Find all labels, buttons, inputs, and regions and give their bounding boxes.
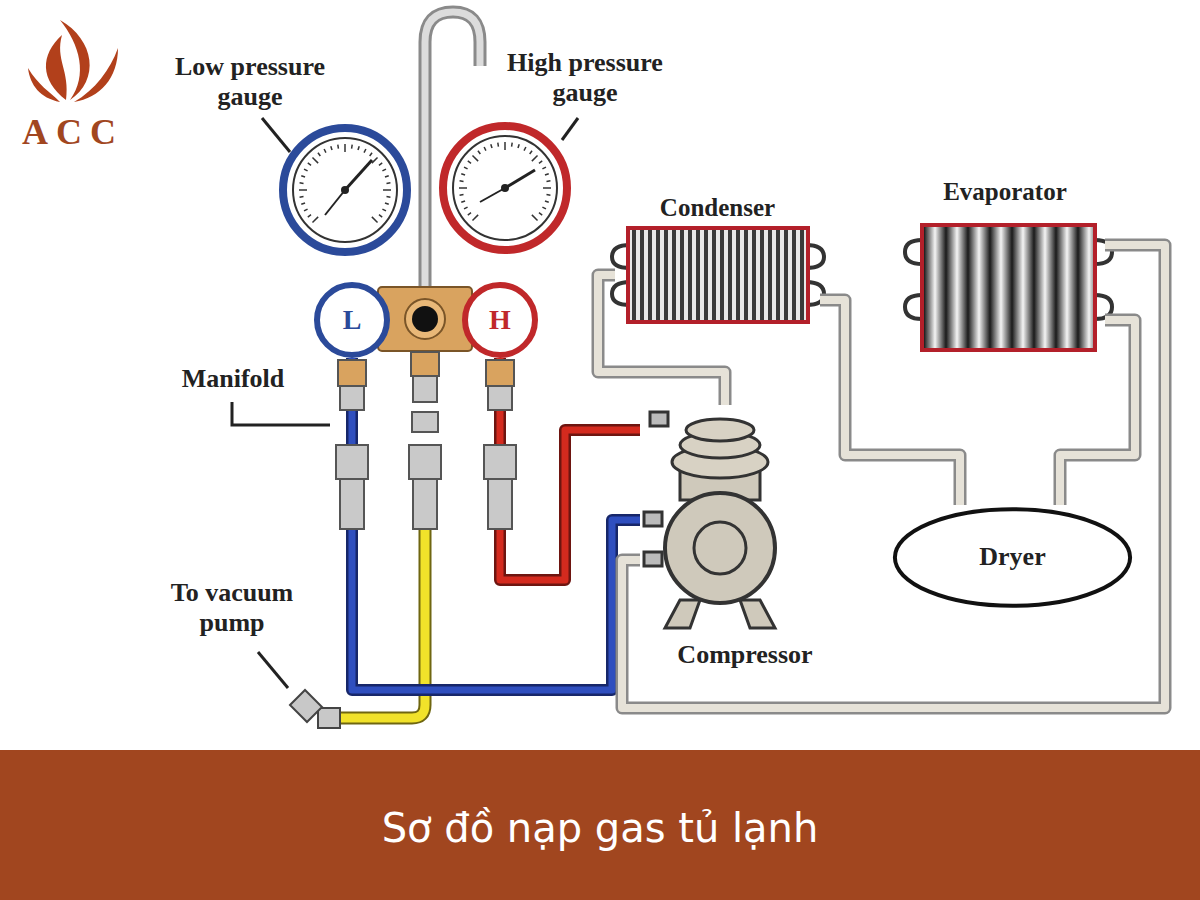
gauge-tick [546,194,550,196]
gauge-tick [504,142,506,150]
gauge-tick [324,149,326,153]
gauge-tick [478,151,480,154]
gauge-tick [304,169,308,171]
gauge-label: Low pressure gauge [150,52,350,112]
gauge-tick [460,180,464,182]
gauge-tick [539,213,542,215]
node-text: Dryer [979,543,1045,572]
gauge-tick [546,180,550,182]
gauge-tick [461,201,465,202]
gauge-tick [542,207,546,209]
gauge-tick [370,153,372,156]
hose-fitting [336,352,516,529]
charging-hose [352,358,640,690]
gauge-tick [545,201,549,202]
gauge-tick [543,187,551,189]
vacuum-pump-fitting [290,690,340,728]
gauge-tick [331,146,332,150]
gauge-tick [379,163,382,165]
gauge-tick [308,215,311,217]
gauge-tick [312,157,318,163]
gauge-tick [300,182,304,184]
gauge-tick [385,176,389,177]
gauge-tick [472,155,478,161]
part-label: Manifold [148,364,318,394]
gauge-tick [491,144,492,148]
gauge-tick [464,167,468,169]
gauge-tick [364,149,366,153]
gauge-tick [300,196,304,198]
gauge-tick [372,157,378,163]
gauge-tick [460,194,464,196]
gauge-tick [337,145,339,149]
gauge-tick [301,176,305,177]
gauge-tick [304,209,308,211]
gauge-tick [497,143,499,147]
gauge-tick [386,182,390,184]
gauge-tick [351,145,353,149]
part-label: To vacuum pump [152,578,312,638]
condenser-coil [612,228,824,322]
gauge-tick [511,143,513,147]
gauge-tick [472,215,478,221]
refrigerant-pipe [820,300,960,505]
gauge-tick [299,189,307,191]
gauge-tick [518,144,519,148]
logo-text: ACC [22,112,122,153]
dryer: Dryer [890,505,1135,610]
gauge-tick [379,215,382,217]
evaporator-coil [905,225,1112,350]
gauge-tick [312,217,318,223]
gauge-label: High pressure gauge [480,48,690,108]
refrigerant-pipe [1060,320,1135,505]
gauge-tick [461,174,465,175]
node-text: Evaporator [943,178,1067,206]
node-text: L [343,305,362,336]
gauge-tick [358,146,359,150]
charging-hose [500,358,640,580]
gauge-tick [372,217,378,223]
gauge-tick [382,209,386,211]
node-text: H [489,305,511,336]
gauge-tick [386,196,390,198]
gauge-tick [459,187,467,189]
gauge-tick [542,167,546,169]
gauge-tick [530,151,532,154]
compressor-body [644,412,775,628]
gauge-tick [545,174,549,175]
gauge-tick [484,147,486,151]
gauge-tick [539,161,542,163]
low-side-valve: L [314,282,390,358]
high-side-valve: H [462,282,538,358]
gauge-tick [382,169,386,171]
manifold-body [378,287,472,351]
gauge-tick [468,161,471,163]
gauge-tick [385,203,389,204]
evaporator: Evaporator [905,178,1105,358]
gauge-tick [532,155,538,161]
gauge-tick [318,153,320,156]
gauge-tick [524,147,526,151]
refrigerant-pipe [598,275,725,405]
condenser: Condenser [615,194,820,330]
node-text: Compressor [677,641,812,670]
gauge-tick [301,203,305,204]
gauge-tick [464,207,468,209]
gauge-tick [532,215,538,221]
compressor: Compressor [640,405,850,670]
gauge-tick [308,163,311,165]
logo-flame [28,20,118,102]
gauge-tick [383,189,391,191]
refrigerant-pipe [622,245,1165,708]
caption: Sơ đồ nạp gas tủ lạnh [0,805,1200,851]
gauge-tick [468,213,471,215]
gauge-tick [344,144,346,152]
node-text: Condenser [660,194,775,222]
high-pressure-gauge [443,126,567,250]
low-pressure-gauge [283,128,407,252]
